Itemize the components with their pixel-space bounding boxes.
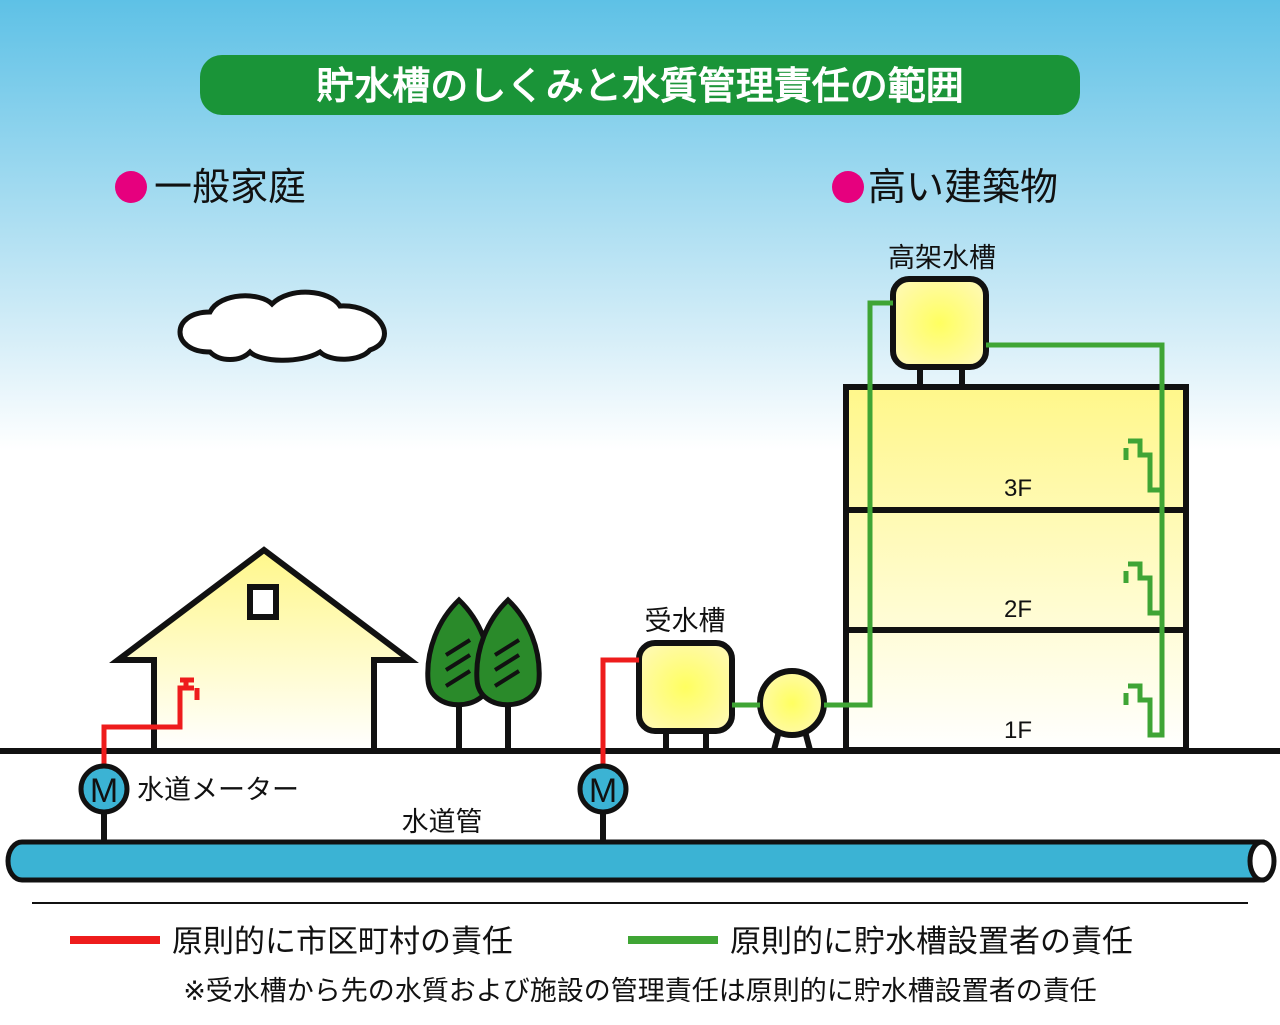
trees [425, 596, 542, 750]
meter-symbol: M [90, 772, 118, 810]
legend-owner-label: 原則的に貯水槽設置者の責任 [730, 924, 1133, 960]
house [109, 546, 419, 750]
meter-symbol: M [589, 772, 617, 810]
receiving-tank [636, 640, 735, 750]
building-heading: 高い建築物 [868, 165, 1058, 209]
water-main-pipe [5, 839, 1277, 883]
tree-icon [474, 596, 542, 708]
water-meter-icon: M [577, 763, 629, 815]
building-bullet-icon [832, 171, 864, 203]
receiving-tank-label: 受水槽 [645, 606, 726, 637]
owner-responsibility-pipes [732, 300, 1165, 738]
page-title: 貯水槽のしくみと水質管理責任の範囲 [316, 64, 964, 108]
cloud-icon [177, 289, 387, 363]
floor-label-2f: 2F [1004, 596, 1032, 623]
floor-label-1f: 1F [1004, 717, 1032, 744]
floor-label-3f: 3F [1004, 475, 1032, 502]
household-bullet-icon [115, 171, 147, 203]
water-meter-icon: M [78, 763, 130, 815]
responsibility-note: ※受水槽から先の水質および施設の管理責任は原則的に貯水槽設置者の責任 [183, 976, 1097, 1007]
legend-municipal-label: 原則的に市区町村の責任 [172, 924, 513, 960]
house-window [247, 584, 279, 620]
water-meter-label: 水道メーター [137, 775, 299, 806]
household-heading: 一般家庭 [154, 165, 306, 209]
title-banner [200, 55, 1080, 115]
tall-building: 3F 2F 1F [843, 384, 1189, 753]
elevated-tank-label: 高架水槽 [888, 243, 996, 274]
municipal-responsibility-pipes [101, 657, 639, 768]
water-main-label: 水道管 [402, 807, 483, 838]
elevated-tank [890, 276, 989, 387]
